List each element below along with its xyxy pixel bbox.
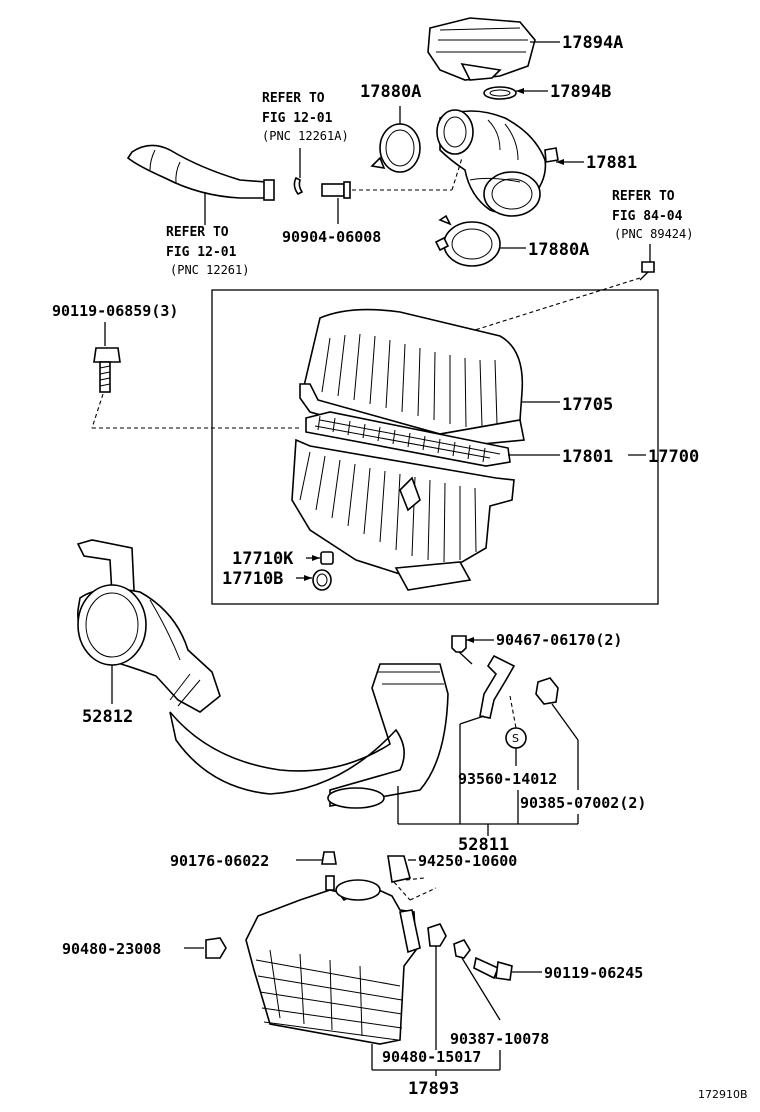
screw-93560-14012[interactable]: S	[505, 727, 527, 749]
nut-90176-06022[interactable]	[321, 851, 337, 865]
label-94250-10600: 94250-10600	[418, 852, 517, 870]
label-90385-07002: 90385-07002(2)	[520, 794, 646, 812]
collar-90387-10078[interactable]	[453, 939, 471, 959]
label-17894b: 17894B	[550, 82, 611, 102]
air-cleaner-case-lower[interactable]	[291, 438, 515, 591]
label-90119-06859: 90119-06859(3)	[52, 302, 178, 320]
intake-hose-17881[interactable]	[436, 109, 559, 217]
assembly-box-17700	[211, 289, 659, 605]
refer-b-line2: FIG 12-01	[166, 245, 237, 260]
label-90387-10078: 90387-10078	[450, 1030, 549, 1048]
intake-duct-52812[interactable]	[76, 539, 221, 713]
bolt-ref-c[interactable]	[639, 261, 655, 281]
bolt-90119-06245[interactable]	[473, 956, 513, 981]
label-90119-06245: 90119-06245	[544, 964, 643, 982]
intake-pipe-52811[interactable]	[169, 663, 449, 809]
hose-clip-small[interactable]	[293, 176, 304, 196]
label-90904-06008: 90904-06008	[282, 228, 381, 246]
grommet-17710b[interactable]	[312, 569, 332, 591]
label-93560-14012: 93560-14012	[458, 770, 557, 788]
bolt-90119-06859[interactable]	[93, 347, 121, 393]
grommet-90480-15017[interactable]	[427, 923, 447, 947]
refer-b-line3: (PNC 12261)	[170, 263, 249, 277]
clip-17894b[interactable]	[483, 86, 517, 100]
refer-c-line3: (PNC 89424)	[614, 227, 693, 241]
label-17894a: 17894A	[562, 33, 623, 53]
clip-94250-10600[interactable]	[387, 855, 411, 883]
diagram-code: 172910B	[698, 1088, 748, 1101]
label-17801: 17801	[562, 447, 613, 467]
label-90480-23008: 90480-23008	[62, 940, 161, 958]
label-90467-06170: 90467-06170(2)	[496, 631, 622, 649]
refer-a-line1: REFER TO	[262, 91, 325, 106]
hose-clamp-17880a-bottom[interactable]	[434, 214, 501, 267]
label-17893: 17893	[408, 1079, 459, 1099]
label-52811: 52811	[458, 835, 509, 855]
refer-c-line2: FIG 84-04	[612, 209, 683, 224]
screw-mark: S	[512, 732, 519, 745]
clip-90467-06170[interactable]	[451, 635, 473, 665]
label-52812: 52812	[82, 707, 133, 727]
breather-hose[interactable]	[126, 144, 275, 201]
label-17880a-top: 17880A	[360, 82, 421, 102]
union-nipple-90904-06008[interactable]	[321, 181, 351, 199]
label-17881: 17881	[586, 153, 637, 173]
grommet-90480-23008[interactable]	[205, 937, 227, 959]
label-17700: 17700	[648, 447, 699, 467]
air-cleaner-cap-17705[interactable]	[299, 308, 525, 449]
resonator-cover-17894a[interactable]	[427, 17, 536, 81]
mounting-bracket[interactable]	[479, 654, 516, 719]
label-17880a-bottom: 17880A	[528, 240, 589, 260]
refer-a-line3: (PNC 12261A)	[262, 129, 349, 143]
label-17710b: 17710B	[222, 569, 283, 589]
hose-clamp-17880a-top[interactable]	[370, 123, 421, 173]
label-90480-15017: 90480-15017	[382, 1048, 481, 1066]
refer-b-line1: REFER TO	[166, 225, 229, 240]
filter-element-17801[interactable]	[305, 411, 511, 467]
grommet-17710k[interactable]	[320, 551, 334, 565]
label-17710k: 17710K	[232, 549, 294, 569]
resonator-17893[interactable]	[245, 875, 421, 1045]
refer-a-line2: FIG 12-01	[262, 111, 333, 126]
refer-c-line1: REFER TO	[612, 189, 675, 204]
label-17705: 17705	[562, 395, 613, 415]
grommet-90385-07002[interactable]	[535, 677, 559, 705]
label-90176-06022: 90176-06022	[170, 852, 269, 870]
